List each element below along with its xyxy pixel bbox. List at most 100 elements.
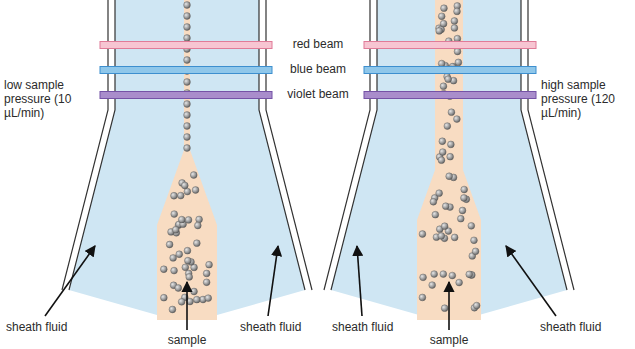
- cell-bead: [184, 101, 191, 108]
- cell-bead: [184, 13, 191, 20]
- cell-bead: [193, 240, 200, 247]
- cell-bead: [430, 198, 437, 205]
- cell-bead: [176, 251, 183, 258]
- cell-bead: [171, 192, 178, 199]
- cell-bead: [203, 270, 210, 277]
- cell-bead: [419, 231, 426, 238]
- sheath-label: sheath fluid: [540, 320, 601, 334]
- cell-bead: [184, 79, 191, 86]
- cell-bead: [172, 226, 179, 233]
- cell-bead: [178, 298, 185, 305]
- cell-bead: [185, 216, 192, 223]
- beam-label: blue beam: [290, 62, 346, 76]
- cell-bead: [454, 8, 461, 15]
- sheath-label: sheath fluid: [332, 320, 393, 334]
- cell-bead: [439, 138, 446, 145]
- cell-bead: [446, 173, 453, 180]
- cell-bead: [473, 302, 480, 309]
- cell-bead: [175, 285, 182, 292]
- cell-bead: [447, 141, 454, 148]
- cell-bead: [182, 264, 189, 271]
- cell-bead: [160, 266, 167, 273]
- cell-bead: [459, 207, 466, 214]
- cell-bead: [456, 279, 463, 286]
- cell-bead: [184, 145, 191, 152]
- cell-bead: [468, 222, 475, 229]
- cell-bead: [438, 233, 445, 240]
- cell-bead: [457, 215, 464, 222]
- cell-bead: [438, 13, 445, 20]
- cell-bead: [466, 271, 473, 278]
- cell-bead: [451, 18, 458, 25]
- sample-label: sample: [168, 333, 207, 347]
- pressure-label: high sample pressure (120 µL/min): [541, 78, 631, 120]
- cell-bead: [432, 211, 439, 218]
- cell-bead: [170, 254, 177, 261]
- cell-bead: [472, 248, 479, 255]
- cell-bead: [194, 222, 201, 229]
- sheath-label: sheath fluid: [240, 320, 301, 334]
- cell-bead: [448, 109, 455, 116]
- cell-bead: [451, 234, 458, 241]
- cell-bead: [184, 35, 191, 42]
- cell-bead: [440, 20, 447, 27]
- cell-bead: [461, 194, 468, 201]
- cell-bead: [184, 188, 191, 195]
- sample-label: sample: [430, 333, 469, 347]
- cell-bead: [206, 261, 213, 268]
- beam-label: red beam: [293, 37, 344, 51]
- cell-bead: [440, 271, 447, 278]
- cell-bead: [431, 271, 438, 278]
- cell-bead: [203, 279, 210, 286]
- cell-bead: [184, 247, 191, 254]
- cell-bead: [454, 48, 461, 55]
- cell-bead: [444, 123, 451, 130]
- cell-bead: [181, 182, 188, 189]
- cell-bead: [471, 237, 478, 244]
- cell-bead: [178, 216, 185, 223]
- cell-bead: [441, 5, 448, 12]
- cell-bead: [184, 112, 191, 119]
- cell-bead: [191, 288, 198, 295]
- cell-bead: [441, 305, 448, 312]
- cell-bead: [184, 257, 191, 264]
- cell-bead: [171, 211, 178, 218]
- cell-bead: [441, 223, 448, 230]
- cell-bead: [442, 203, 449, 210]
- cell-bead: [169, 306, 176, 313]
- sheath-label: sheath fluid: [6, 320, 67, 334]
- cell-bead: [419, 294, 426, 301]
- cell-bead: [205, 295, 212, 302]
- cell-bead: [184, 57, 191, 64]
- cell-wall: [324, 0, 574, 290]
- cell-bead: [184, 2, 191, 9]
- cell-bead: [440, 83, 447, 90]
- leader-arrow: [45, 246, 556, 330]
- cell-bead: [438, 157, 445, 164]
- cell-bead: [438, 60, 445, 67]
- beam-label: violet beam: [287, 87, 348, 101]
- cell-bead: [160, 294, 167, 301]
- cell-bead: [461, 186, 468, 193]
- cell-bead: [429, 282, 436, 289]
- cell-bead: [445, 76, 452, 83]
- cell-bead: [184, 134, 191, 141]
- cell-bead: [184, 123, 191, 130]
- cell-bead: [436, 190, 443, 197]
- cell-bead: [171, 267, 178, 274]
- cell-bead: [186, 274, 193, 281]
- cell-bead: [436, 27, 443, 34]
- cell-wall: [62, 0, 312, 290]
- cell-bead: [166, 241, 173, 248]
- pressure-label: low sample pressure (10 µL/min): [4, 78, 94, 120]
- cell-bead: [439, 149, 446, 156]
- cell-bead: [449, 272, 456, 279]
- cell-bead: [192, 187, 199, 194]
- cell-bead: [447, 153, 454, 160]
- cell-bead: [184, 24, 191, 31]
- cell-bead: [451, 25, 458, 32]
- cell-bead: [196, 216, 203, 223]
- cell-bead: [193, 296, 200, 303]
- cell-bead: [177, 192, 184, 199]
